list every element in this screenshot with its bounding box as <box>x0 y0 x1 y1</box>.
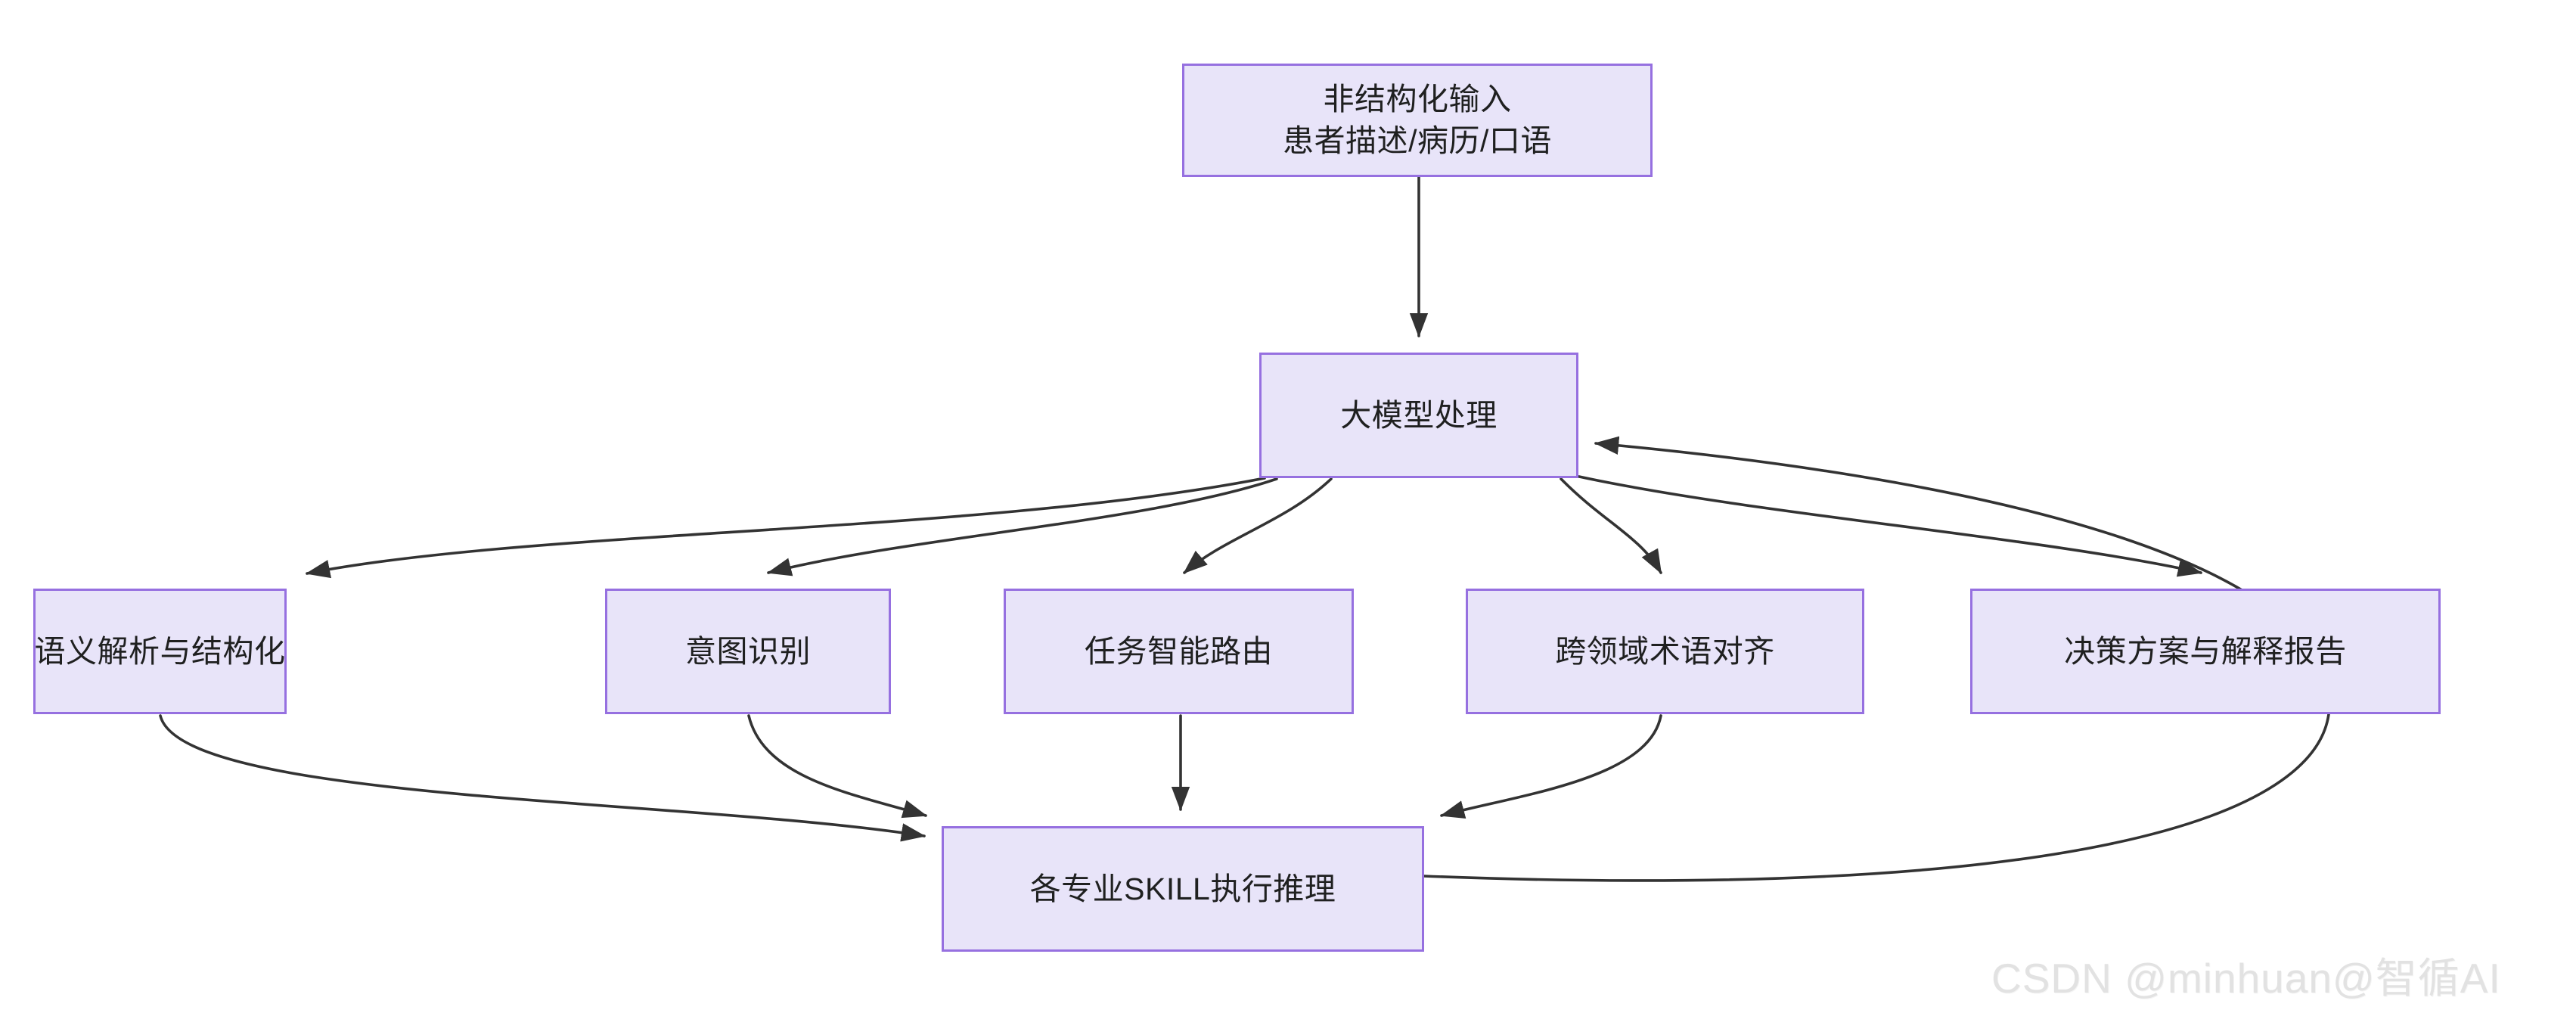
node-llm-processing[interactable]: 大模型处理 <box>1259 353 1578 478</box>
node-label-line: 决策方案与解释报告 <box>2064 633 2347 669</box>
node-label-line: 非结构化输入 <box>1323 82 1512 117</box>
edge-llm-to-terminology <box>1560 477 1662 574</box>
node-label-line: 患者描述/病历/口语 <box>1283 123 1552 158</box>
edge-llm-to-intent <box>766 477 1278 576</box>
node-label-line: 大模型处理 <box>1340 397 1497 433</box>
edge-intent-to-skill <box>747 714 928 819</box>
edge-llm-to-routing <box>1183 477 1333 574</box>
edge-llm-to-report <box>1578 475 2203 577</box>
node-label-line: 任务智能路由 <box>1085 633 1273 669</box>
node-input[interactable]: 非结构化输入患者描述/病历/口语 <box>1182 64 1653 177</box>
edge-llm-to-semantic <box>305 477 1266 579</box>
node-label-line: 意图识别 <box>685 633 811 669</box>
node-semantic-parsing[interactable]: 语义解析与结构化 <box>33 589 287 714</box>
node-terminology-alignment[interactable]: 跨领域术语对齐 <box>1466 589 1864 714</box>
watermark-text: CSDN @minhuan@智循AI <box>1991 955 2501 1002</box>
node-label-line: 各专业SKILL执行推理 <box>1029 871 1336 906</box>
node-label-line: 语义解析与结构化 <box>34 633 286 669</box>
node-task-routing[interactable]: 任务智能路由 <box>1004 589 1354 714</box>
node-decision-report[interactable]: 决策方案与解释报告 <box>1970 589 2441 714</box>
node-skill-execution[interactable]: 各专业SKILL执行推理 <box>942 826 1424 952</box>
edge-semantic-to-skill <box>159 714 926 842</box>
node-intent-recognition[interactable]: 意图识别 <box>605 589 891 714</box>
node-label-line: 跨领域术语对齐 <box>1555 633 1775 669</box>
edge-terminology-to-skill <box>1439 714 1662 819</box>
